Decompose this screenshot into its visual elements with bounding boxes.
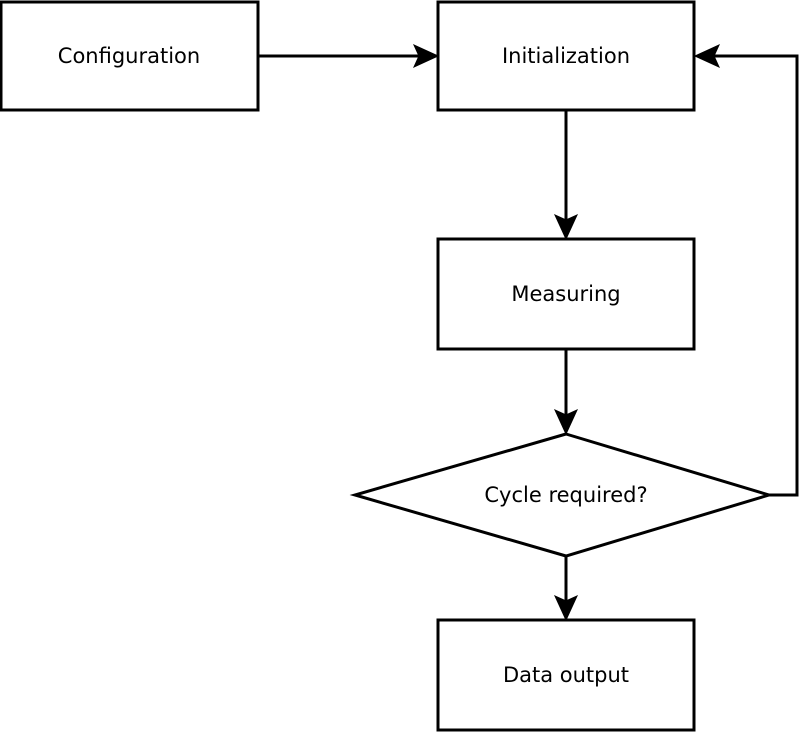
node-cycle-required[interactable]: Cycle required? (349, 432, 775, 558)
node-label: Measuring (511, 282, 620, 306)
node-configuration[interactable]: Configuration (0, 0, 260, 112)
arrowhead-down-icon (553, 594, 579, 622)
edge-initialization-to-measuring (553, 111, 579, 241)
node-label: Cycle required? (484, 483, 647, 507)
arrowhead-down-icon (553, 213, 579, 241)
edge-cycle-required-to-initialization (693, 43, 799, 497)
edge-cycle-required-to-data-output (553, 557, 579, 622)
node-label: Configuration (58, 44, 200, 68)
node-rectangle[interactable] (436, 618, 696, 732)
node-rectangle[interactable] (436, 0, 696, 112)
node-measuring[interactable]: Measuring (436, 237, 696, 351)
node-initialization[interactable]: Initialization (436, 0, 696, 112)
node-label: Data output (503, 663, 629, 687)
arrowhead-left-icon (693, 43, 721, 69)
edge-line-loopback (707, 54, 799, 497)
arrowhead-down-icon (553, 408, 579, 436)
node-data-output[interactable]: Data output (436, 618, 696, 732)
edge-configuration-to-initialization (259, 43, 440, 69)
edge-measuring-to-cycle-required (553, 350, 579, 436)
arrowhead-right-icon (412, 43, 440, 69)
node-rectangle[interactable] (436, 237, 696, 351)
node-label: Initialization (502, 44, 630, 68)
node-rectangle[interactable] (0, 0, 260, 112)
node-diamond[interactable] (349, 432, 775, 558)
